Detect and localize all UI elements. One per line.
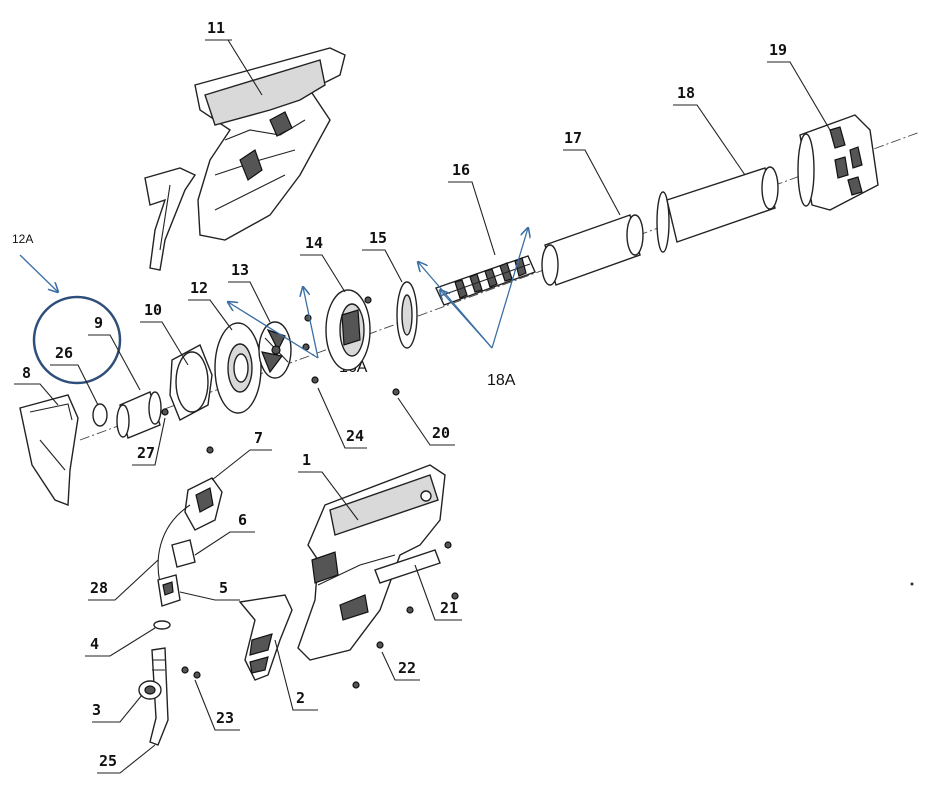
leader-5	[179, 591, 240, 601]
mica-ring-part	[396, 281, 418, 349]
part-label-17: 17	[564, 129, 582, 147]
leader-19	[767, 61, 831, 131]
ring-part-26	[92, 403, 108, 427]
leader-9	[88, 334, 141, 391]
arrow-18a-b	[440, 290, 493, 349]
leader-6	[194, 531, 255, 556]
leader-13	[228, 281, 271, 323]
handle-piece-part	[238, 594, 293, 681]
lower-housing-part	[297, 464, 446, 661]
leader-27	[132, 417, 166, 466]
stray-dot	[910, 582, 914, 586]
screw-22-a	[352, 681, 360, 689]
screw-21-c	[406, 606, 414, 614]
power-cord-part	[149, 647, 169, 746]
terminal-block-part	[157, 574, 181, 607]
part-label-18: 18	[677, 84, 695, 102]
leader-1	[298, 471, 359, 521]
leader-18	[673, 104, 746, 176]
part-label-8: 8	[22, 364, 31, 382]
part-label-21: 21	[440, 599, 458, 617]
outer-tube-part	[656, 166, 779, 253]
block-part-6	[171, 539, 196, 568]
highlight-circle-12a	[32, 295, 122, 385]
part-label-7: 7	[254, 429, 263, 447]
arrow-16a-right	[303, 287, 319, 359]
leader-20	[397, 397, 455, 446]
callout-12a: 12A	[12, 232, 33, 246]
part-label-23: 23	[216, 709, 234, 727]
leader-24	[317, 387, 367, 449]
leader-8	[14, 383, 59, 406]
callout-18a: 18A	[487, 372, 516, 389]
screw-part-23-a	[181, 666, 189, 674]
screw-21-b	[451, 592, 459, 600]
part-label-19: 19	[769, 41, 787, 59]
leader-17	[563, 149, 621, 216]
washer-part-4	[153, 620, 171, 630]
screw-part-20	[392, 388, 400, 396]
motor-cylinder-part	[116, 391, 162, 439]
leader-26	[50, 364, 99, 406]
part-label-2: 2	[296, 689, 305, 707]
screw-part-23-b	[193, 671, 201, 679]
part-label-4: 4	[90, 635, 99, 653]
leader-16	[448, 181, 496, 256]
part-label-13: 13	[231, 261, 249, 279]
part-label-27: 27	[137, 444, 155, 462]
leader-22	[381, 651, 420, 681]
screw-part-27	[161, 408, 169, 416]
arrow-12a	[19, 254, 58, 292]
leader-7	[211, 449, 272, 481]
part-label-20: 20	[432, 424, 450, 442]
part-label-22: 22	[398, 659, 416, 677]
part-label-26: 26	[55, 344, 73, 362]
screw-part-24	[311, 376, 319, 384]
arrow-18a-c	[491, 228, 528, 349]
part-label-16: 16	[452, 161, 470, 179]
part-label-24: 24	[346, 427, 364, 445]
front-nozzle-part	[797, 114, 879, 211]
part-label-10: 10	[144, 301, 162, 319]
cord-clamp-part	[138, 680, 162, 700]
switch-part	[184, 477, 223, 531]
mica-tube-part	[541, 214, 644, 286]
part-label-11: 11	[207, 19, 225, 37]
upper-housing-part	[194, 47, 346, 241]
trigger-piece	[144, 167, 197, 271]
leader-10	[140, 321, 189, 366]
leader-12	[188, 299, 233, 331]
fan-impeller-part	[258, 321, 292, 379]
leader-4	[85, 627, 156, 657]
part-label-9: 9	[94, 314, 103, 332]
heating-element-part	[435, 255, 536, 306]
part-label-1: 1	[302, 451, 311, 469]
leader-3	[92, 694, 143, 723]
screw-10	[206, 446, 214, 454]
leader-15	[362, 249, 403, 283]
screw-22-b	[376, 641, 384, 649]
leader-23	[194, 679, 240, 731]
part-label-12: 12	[190, 279, 208, 297]
part-label-3: 3	[92, 701, 101, 719]
end-cap-part	[19, 394, 79, 506]
part-label-6: 6	[238, 511, 247, 529]
heater-holder-part	[325, 289, 372, 371]
leader-28	[88, 559, 159, 601]
motor-bracket-part	[169, 344, 213, 421]
leader-21	[414, 564, 462, 621]
leader-2	[274, 639, 318, 711]
part-label-28: 28	[90, 579, 108, 597]
leader-11b	[227, 39, 263, 96]
leader-25	[97, 744, 156, 774]
screw-21-a	[444, 541, 452, 549]
gasket-plate-part	[214, 322, 262, 414]
part-label-5: 5	[219, 579, 228, 597]
arrow-16a-left	[228, 302, 319, 359]
leader-14	[300, 254, 346, 293]
part-label-15: 15	[369, 229, 387, 247]
part-label-14: 14	[305, 234, 323, 252]
part-label-25: 25	[99, 752, 117, 770]
